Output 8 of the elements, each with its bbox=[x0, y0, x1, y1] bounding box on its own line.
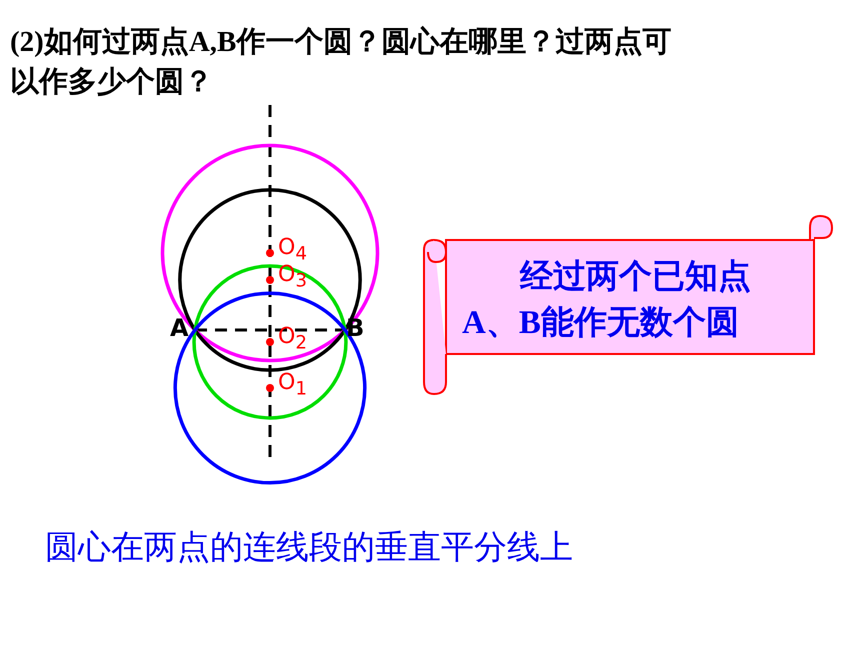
point-label: O$_{2}$ bbox=[278, 326, 307, 353]
point-label: O$_{4}$ bbox=[278, 237, 307, 264]
question-text: (2)如何过两点A,B作一个圆？圆心在哪里？过两点可以作多少个圆？ bbox=[10, 24, 672, 100]
point-label: O$_{1}$ bbox=[278, 372, 307, 399]
point-label: O$_{3}$ bbox=[278, 264, 307, 291]
point-label: A bbox=[170, 316, 189, 340]
banner-text: 经过两个已知点A、B能作无数个圆 bbox=[462, 258, 752, 343]
answer-text: 圆心在两点的连线段的垂直平分线上 bbox=[45, 526, 573, 568]
